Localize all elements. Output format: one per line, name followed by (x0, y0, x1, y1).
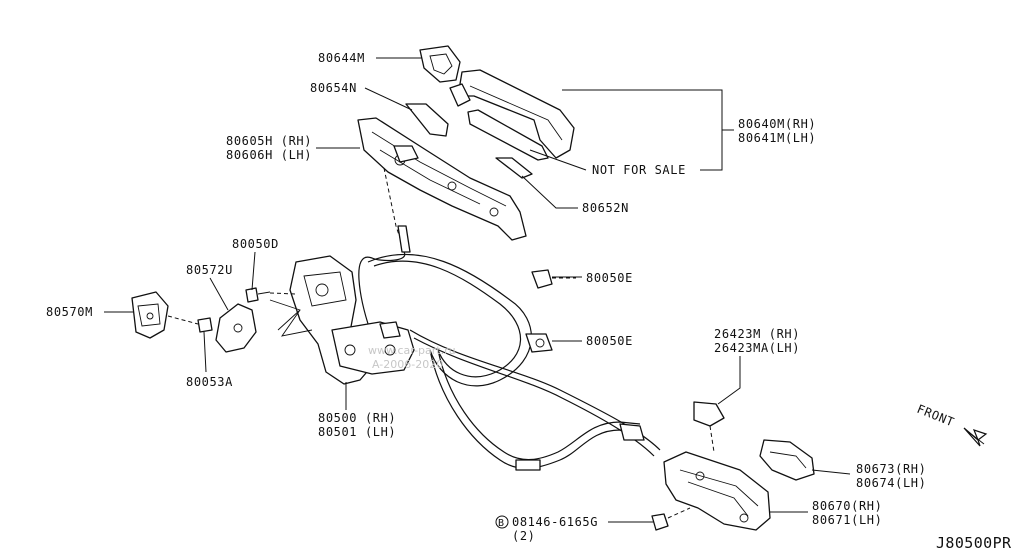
callout-08146: B 08146-6165G (2) (495, 515, 598, 543)
part-80050d-screw (245, 287, 297, 303)
part-80053a-screw (167, 315, 213, 333)
part-80640m-outside-handle (449, 69, 575, 159)
part-80654n-gasket (405, 103, 449, 137)
callout-80605h-rh: 80605H (RH) (226, 134, 312, 148)
cable-assembly (358, 251, 661, 471)
part-80644m-escutcheon (419, 45, 461, 83)
rod-dashed (383, 167, 405, 251)
rod-link (397, 225, 411, 253)
callout-80605h-lh: 80606H (LH) (226, 148, 312, 162)
callout-80640m-lh: 80641M(LH) (738, 131, 816, 145)
callout-80500-rh: 80500 (RH) (318, 411, 396, 425)
part-80050e-clip-upper (531, 269, 576, 289)
callout-80670-lh: 80671(LH) (812, 513, 882, 527)
callout-80500-lh: 80501 (LH) (318, 425, 396, 439)
part-80050e-clip-lower (525, 333, 553, 353)
callout-80652n: 80652N (582, 201, 629, 215)
front-direction-indicator: FRONT (915, 402, 988, 447)
bolt-b-icon (495, 515, 509, 529)
watermark-line-1: www.car-part.ru (368, 344, 456, 357)
watermark-line-2: A-2006-2020 (372, 358, 443, 371)
callout-not-for-sale: NOT FOR SALE (592, 163, 686, 177)
callout-08146-partno: 08146-6165G (512, 515, 598, 529)
part-80673-escutcheon (759, 439, 815, 481)
callout-80050e-upper: 80050E (586, 271, 633, 285)
callout-80050d: 80050D (232, 237, 279, 251)
callout-80670-rh: 80670(RH) (812, 499, 882, 513)
callout-08146-symbol: B (498, 518, 505, 529)
callout-80053a: 80053A (186, 375, 233, 389)
part-26423m-cover (693, 401, 725, 453)
front-arrow-icon (963, 427, 988, 447)
part-handle-insert (467, 109, 549, 161)
front-label: FRONT (915, 402, 957, 430)
callout-80570m: 80570M (46, 305, 93, 319)
leader-lines (104, 57, 851, 523)
part-80572u-seal (215, 299, 313, 353)
part-80500-door-lock (289, 255, 415, 385)
part-08146-bolt (651, 507, 691, 531)
callout-80654n: 80654N (310, 81, 357, 95)
part-80570m-striker (131, 291, 169, 339)
part-80605h-bracket (357, 117, 527, 241)
part-80670-inside-handle (663, 451, 771, 531)
callout-26423m-lh: 26423MA(LH) (714, 341, 800, 355)
callout-80050e-lower: 80050E (586, 334, 633, 348)
callout-80640m-rh: 80640M(RH) (738, 117, 816, 131)
callout-80572u: 80572U (186, 263, 233, 277)
callout-80673-rh: 80673(RH) (856, 462, 926, 476)
callout-26423m-rh: 26423M (RH) (714, 327, 800, 341)
callout-80644m: 80644M (318, 51, 365, 65)
callout-08146-qty: (2) (512, 529, 535, 543)
part-80652n-gasket (495, 157, 533, 179)
callout-80673-lh: 80674(LH) (856, 476, 926, 490)
diagram-code: J80500PR (936, 534, 1012, 552)
